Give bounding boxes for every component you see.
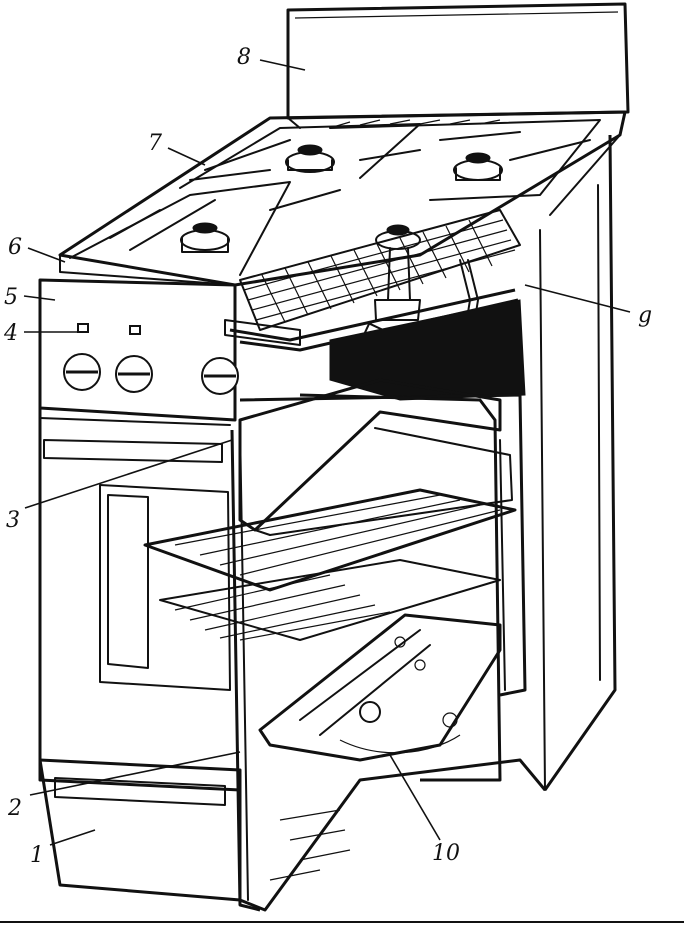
leader-1 (49, 829, 96, 846)
leader-6 (27, 247, 66, 263)
burner-back-left (285, 144, 335, 173)
back-splash-panel (286, 2, 630, 129)
oven-burner (258, 613, 502, 762)
door-handle-rod (299, 393, 502, 782)
label-2: 2 (7, 796, 22, 821)
leader-9 (524, 284, 631, 313)
label-10: 10 (432, 841, 460, 866)
pan-support-grates (69, 119, 601, 276)
label-9: g (638, 303, 652, 328)
leader-8 (259, 59, 306, 71)
knob-1 (63, 353, 101, 391)
label-4: 4 (3, 321, 18, 346)
knob-3 (201, 357, 239, 395)
bottom-rule (0, 921, 684, 923)
leader-5 (23, 295, 56, 301)
label-5: 5 (4, 285, 18, 310)
label-7: 7 (148, 131, 162, 156)
leader-10 (389, 754, 441, 841)
label-6: 6 (8, 235, 22, 260)
oven-shelf-lower (143, 488, 517, 592)
leader-7 (167, 147, 206, 166)
indicator-light-left (77, 323, 89, 333)
burner-back-right (453, 152, 503, 181)
burner-mesh-grid (239, 209, 521, 331)
label-1: 1 (30, 843, 44, 868)
burner-front-left (180, 222, 230, 253)
leader-3 (24, 439, 233, 509)
burner-front-right-removed (374, 224, 421, 321)
indicator-light-right (129, 325, 141, 335)
control-panel (38, 278, 239, 422)
oven-door (230, 424, 261, 912)
leader-2 (29, 751, 241, 796)
label-8: 8 (237, 45, 251, 70)
grill-rack (159, 559, 501, 641)
knob-2 (115, 355, 153, 393)
label-3: 3 (6, 508, 20, 533)
baking-tray-upper (238, 378, 513, 536)
leader-lines (23, 59, 631, 846)
callout-labels: 1 2 3 4 5 6 7 8 g 10 (3, 45, 652, 868)
stove-body (38, 134, 617, 792)
